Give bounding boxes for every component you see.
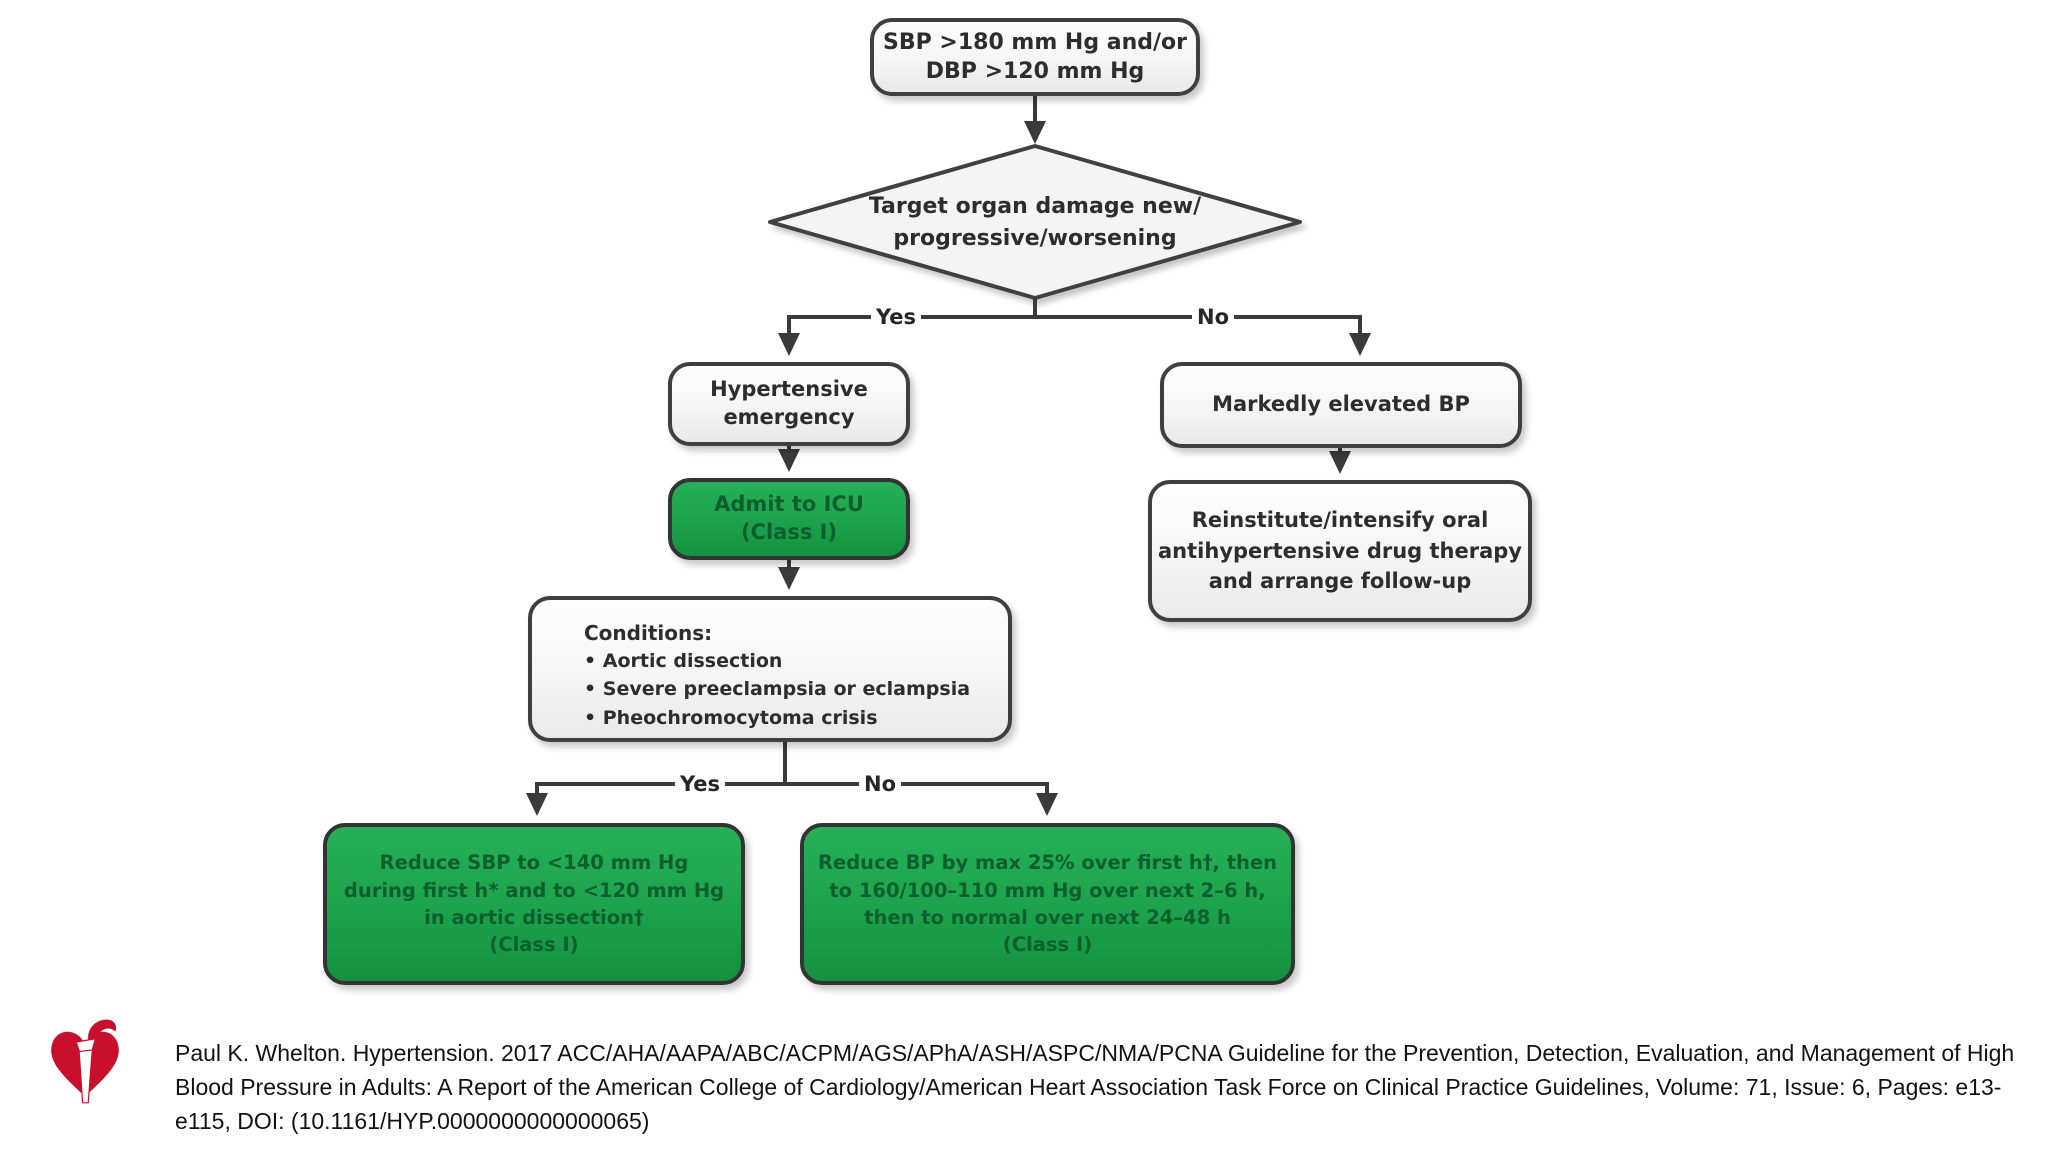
reduce-bp-box: Reduce BP by max 25% over first h†, then…: [800, 823, 1295, 985]
start-box-sbp-dbp: SBP >180 mm Hg and/or DBP >120 mm Hg: [870, 18, 1200, 96]
condition-item-pheochromocytoma: • Pheochromocytoma crisis: [584, 706, 878, 729]
branch1-no-label: No: [1191, 305, 1235, 329]
branch2-no-label: No: [858, 772, 902, 796]
decision-target-organ-damage: Target organ damage new/ progressive/wor…: [868, 193, 1202, 251]
aha-heart-torch-logo: [51, 1019, 119, 1104]
markedly-elevated-bp-box: Markedly elevated BP: [1160, 362, 1522, 448]
condition-item-preeclampsia: • Severe preeclampsia or eclampsia: [584, 678, 971, 701]
citation-line-1: Paul K. Whelton. Hypertension. 2017 ACC/…: [175, 1040, 2015, 1066]
branch2-yes-label: Yes: [674, 772, 726, 796]
condition-item-aortic-dissection: • Aortic dissection: [584, 650, 783, 673]
admit-to-icu-box: Admit to ICU (Class I): [668, 478, 910, 560]
decision-diamond: [768, 144, 1302, 300]
citation: Paul K. Whelton. Hypertension. 2017 ACC/…: [175, 1036, 2048, 1146]
flame-shape: [88, 1019, 117, 1042]
citation-line-2: Blood Pressure in Adults: A Report of th…: [175, 1074, 2002, 1100]
conditions-box: Conditions: • Aortic dissection • Severe…: [528, 596, 1012, 742]
reinstitute-therapy-box: Reinstitute/intensify oral antihypertens…: [1148, 480, 1532, 622]
conditions-content: Conditions: • Aortic dissection • Severe…: [584, 620, 970, 731]
hypertensive-emergency-box: Hypertensive emergency: [668, 362, 910, 446]
reduce-sbp-box: Reduce SBP to <140 mm Hg during first h*…: [323, 823, 745, 985]
branch1-yes-label: Yes: [870, 305, 922, 329]
citation-line-3: e115, DOI: (10.1161/HYP.0000000000000065…: [175, 1108, 650, 1134]
torch-cup-shape: [75, 1038, 97, 1053]
conditions-heading: Conditions:: [584, 621, 713, 645]
